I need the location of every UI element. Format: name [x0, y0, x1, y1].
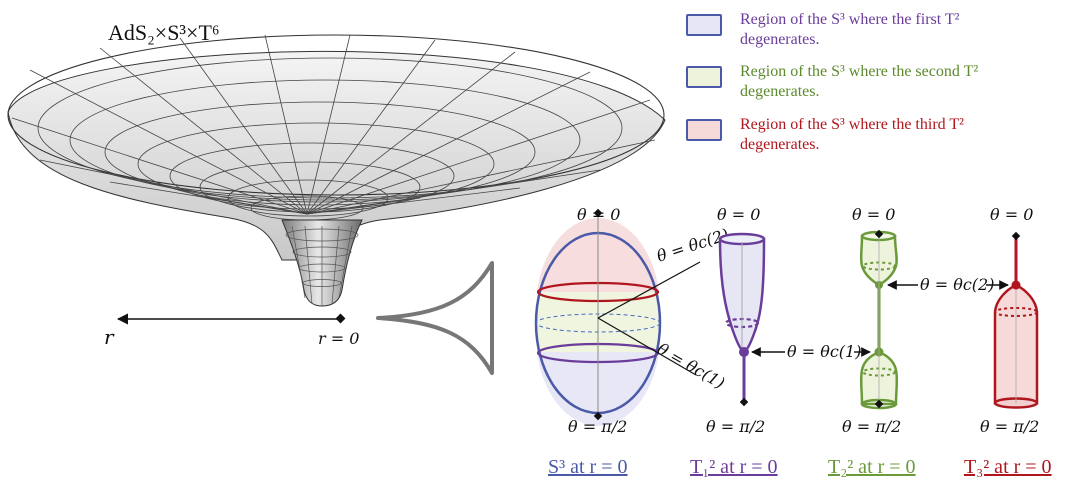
legend-text-second: Region of the S³ where the second T² deg…	[740, 63, 979, 100]
thetac1-arrow: θ = θc(1)	[751, 342, 871, 361]
legend-swatch-second	[686, 66, 722, 88]
legend-swatch-third	[686, 119, 722, 141]
t2-thetac1-label: θ = θc(1)	[787, 342, 861, 361]
t2-top-label: θ = 0	[852, 205, 895, 224]
funnel-surface	[7, 51, 666, 261]
r-axis: r r = 0	[104, 313, 359, 349]
funnel-ring	[37, 57, 623, 199]
s3-sphere: θ = 0 θ = π/2 θ = θc(2) θ = θc(1)	[534, 205, 731, 436]
s3-thetac1-label: θ = θc(1)	[654, 339, 728, 393]
funnel-ring	[104, 101, 536, 203]
funnel-rim	[7, 34, 665, 196]
caption-s3: S³ at r = 0	[548, 456, 628, 478]
thetac2-arrow: θ = θc(2)	[887, 275, 1009, 294]
caption-t3: T₃² at r = 0	[964, 456, 1052, 478]
legend-text-third: Region of the S³ where the third T² dege…	[740, 116, 964, 153]
t2-bottom-label: θ = π/2	[842, 417, 901, 436]
r-label: r	[104, 325, 115, 349]
s3-bottom-label: θ = π/2	[568, 417, 627, 436]
funnel-title: AdS₂×S³×T⁶	[108, 20, 220, 45]
t3-bottom-label: θ = π/2	[980, 417, 1039, 436]
legend-swatch-first	[686, 14, 722, 36]
t2-torus: θ = 0 θ = π/2	[842, 205, 901, 436]
caption-t2: T₂² at r = 0	[828, 456, 916, 478]
r0-label: r = 0	[318, 329, 359, 348]
t3-torus: θ = 0 θ = π/2	[980, 205, 1039, 436]
zoom-callout	[376, 261, 494, 375]
ads-funnel: AdS₂×S³×T⁶	[7, 20, 666, 307]
funnel-ring	[169, 142, 455, 210]
t3-thetac2-label: θ = θc(2)	[920, 275, 994, 294]
t3-top-label: θ = 0	[990, 205, 1033, 224]
s3-top-label: θ = 0	[577, 205, 620, 224]
t1-top-label: θ = 0	[717, 205, 760, 224]
t1-torus: θ = 0 θ = π/2	[706, 205, 765, 436]
t1-bottom-label: θ = π/2	[706, 417, 765, 436]
funnel-meridians	[11, 34, 656, 215]
legend-text-first: Region of the S³ where the first T² dege…	[740, 11, 960, 48]
funnel-ring	[137, 122, 495, 206]
caption-t1: T₁² at r = 0	[690, 456, 778, 478]
